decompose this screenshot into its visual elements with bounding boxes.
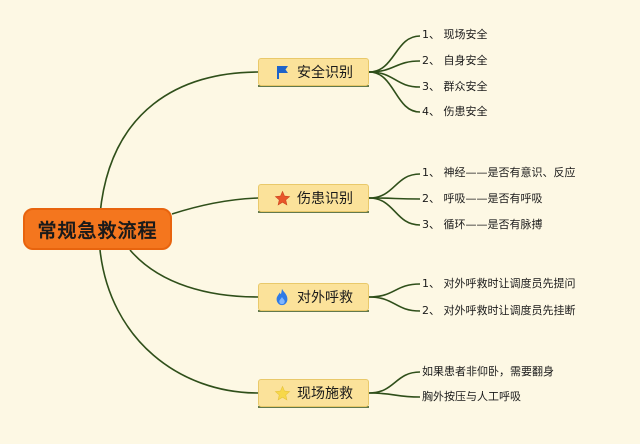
branch-label: 伤患识别 [297,191,353,207]
branch-injury-identification[interactable]: 伤患识别 [258,184,369,212]
branch-safety-identification[interactable]: 安全识别 [258,58,369,86]
connector-b2-leaf-3 [368,197,421,226]
leaf-item: 2、 自身安全 [422,54,488,67]
leaf-item: 2、 呼吸——是否有呼吸 [422,192,543,205]
connector-b4-leaf-1 [368,371,421,394]
connector-b3-leaf-2 [368,296,421,312]
root-topic[interactable]: 常规急救流程 [23,208,172,250]
connector-b3-leaf-1 [368,283,421,298]
leaf-item: 如果患者非仰卧，需要翻身 [422,365,554,378]
leaf-item: 3、 循环——是否有脉搏 [422,218,543,231]
connector-root-branch-2 [171,197,259,215]
connector-root-branch-4 [99,249,259,394]
blue-flame-icon [273,288,291,306]
branch-call-for-help[interactable]: 对外呼救 [258,283,369,311]
branch-label: 现场施救 [297,386,353,402]
connector-b2-leaf-1 [368,173,421,199]
leaf-item: 1、 现场安全 [422,28,488,41]
leaf-item: 4、 伤患安全 [422,105,488,118]
leaf-item: 胸外按压与人工呼吸 [422,390,521,403]
leaf-item: 1、 对外呼救时让调度员先提问 [422,277,576,290]
connector-b1-leaf-4 [368,71,421,113]
connector-b4-leaf-2 [368,392,421,398]
branch-label: 对外呼救 [297,290,353,306]
connector-b1-leaf-3 [368,71,421,88]
branch-label: 安全识别 [297,65,353,81]
leaf-item: 2、 对外呼救时让调度员先挂断 [422,304,576,317]
red-star-icon [273,189,291,207]
connector-root-branch-1 [99,71,259,215]
yellow-star-icon [273,384,291,402]
root-title: 常规急救流程 [37,219,158,242]
blue-flag-icon [273,63,291,81]
branch-on-site-rescue[interactable]: 现场施救 [258,379,369,407]
leaf-item: 1、 神经——是否有意识、反应 [422,166,576,179]
leaf-item: 3、 群众安全 [422,80,488,93]
connector-root-branch-3 [129,249,259,298]
